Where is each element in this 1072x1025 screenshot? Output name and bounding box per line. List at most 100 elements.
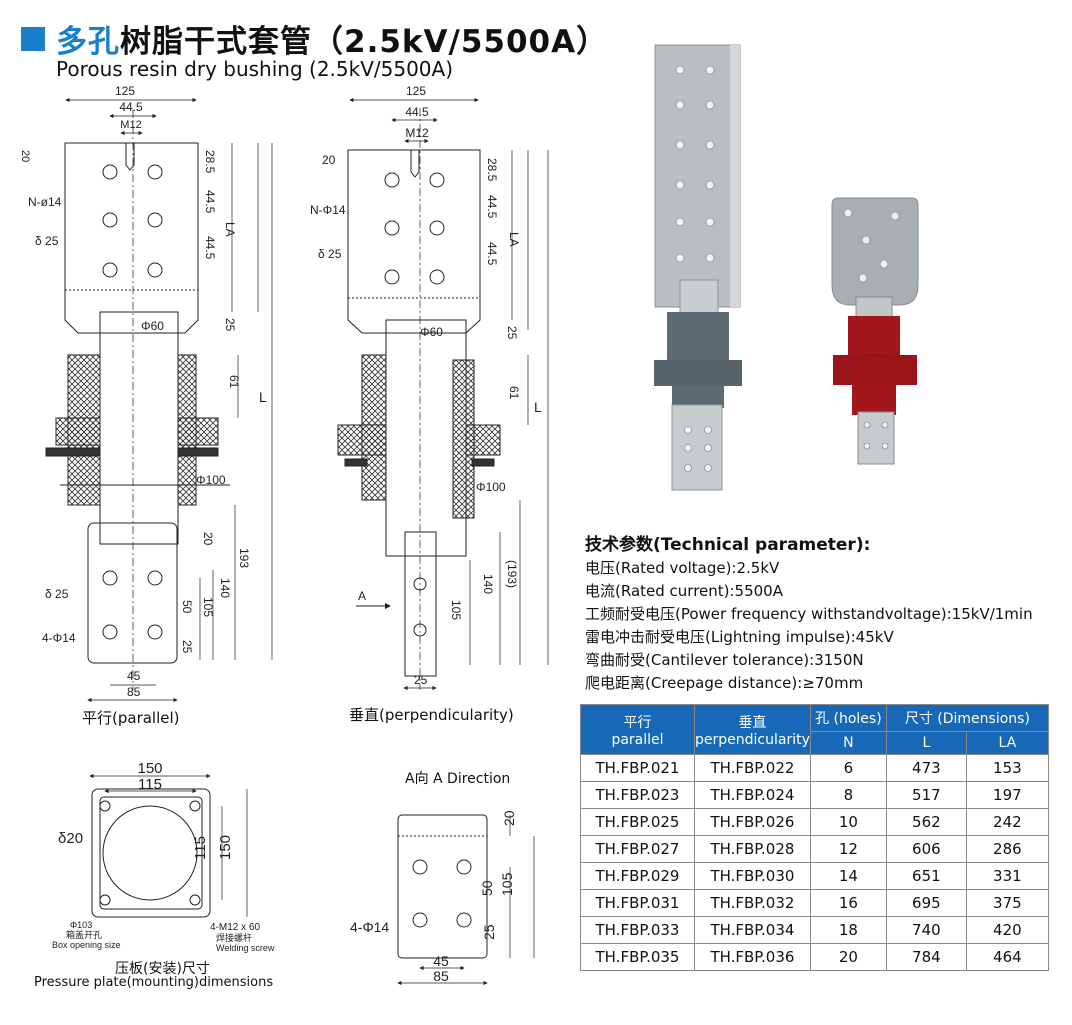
phi-100: Φ100 — [196, 473, 226, 487]
plate-labels: 150 115 δ20 115 150 Φ103 箱盖开孔 Box openin… — [52, 760, 275, 953]
dim-m12: M12 — [120, 119, 141, 131]
dim-44-5: 44.5 — [119, 100, 143, 114]
dim-85: 85 — [127, 685, 141, 699]
p-dim-140: 140 — [481, 574, 495, 594]
dim-L: L — [259, 389, 267, 405]
arrow-a-label: A — [358, 589, 366, 603]
p-dim-25-b: 25 — [414, 673, 428, 687]
caption-plate-cn: 压板(安装)尺寸 — [115, 961, 210, 977]
dim-45: 45 — [127, 669, 141, 683]
plate-screw-en: Welding screw — [216, 943, 275, 953]
product-photo-grey — [654, 44, 742, 491]
caption-perpendicular: 垂直(perpendicularity) — [349, 706, 514, 724]
plate-drawing — [89, 773, 248, 918]
caption-plate-en: Pressure plate(mounting)dimensions — [34, 975, 274, 990]
plate-delta-20: δ20 — [58, 830, 83, 847]
caption-a-direction: A向 A Direction — [405, 771, 511, 787]
dim-la: LA — [223, 222, 237, 237]
th-n: N — [809, 731, 887, 755]
plate-box-cn: 箱盖开孔 — [66, 929, 102, 940]
plate-v115: 115 — [192, 836, 209, 860]
param-current: 电流(Rated current):5500A — [585, 582, 783, 600]
tech-param-list: 电压(Rated voltage):2.5kV 电流(Rated current… — [585, 557, 1033, 695]
th-l: L — [885, 731, 967, 755]
p-dim-61: 61 — [507, 386, 521, 400]
title-rest: 树脂干式套管（2.5kV/5500A） — [120, 24, 609, 60]
dim-20: 20 — [19, 150, 31, 162]
p-holes-n14: N-Φ14 — [310, 203, 346, 217]
dim-25: 25 — [223, 318, 237, 332]
p-dim-25: 25 — [505, 326, 519, 340]
plate-dim-115: 115 — [138, 776, 162, 793]
param-lightning: 雷电冲击耐受电压(Lightning impulse):45kV — [585, 628, 894, 646]
a-dim-105: 105 — [499, 872, 515, 896]
plate-box-en: Box opening size — [52, 940, 121, 950]
a-dim-50: 50 — [479, 880, 495, 896]
p-dim-44-5: 44.5 — [405, 105, 429, 119]
title-marker — [21, 27, 45, 51]
th-la: LA — [965, 731, 1049, 755]
perpendicular-dim-labels: 125 44.5 M12 20 N-Φ14 28.5 44.5 44.5 LA … — [310, 84, 542, 687]
parallel-dim-labels: 125 44.5 M12 20 28.5 44.5 44.5 LA N-ø14 … — [19, 84, 267, 699]
p-delta-25: δ 25 — [318, 247, 342, 261]
phi-60: Φ60 — [141, 319, 164, 333]
p-dim-L: L — [534, 399, 542, 415]
page-subtitle: Porous resin dry bushing (2.5kV/5500A) — [56, 57, 454, 81]
p-dim-44-5-b: 44.5 — [485, 242, 499, 266]
dim-193: 193 — [237, 548, 251, 568]
p-dim-44-5-a: 44.5 — [485, 195, 499, 219]
a-holes: 4-Φ14 — [350, 919, 389, 935]
p-dim-105: 105 — [449, 600, 463, 620]
page-title: 多孔树脂干式套管（2.5kV/5500A） — [56, 16, 608, 61]
delta-25: δ 25 — [35, 234, 59, 248]
a-dim-85: 85 — [433, 968, 449, 984]
caption-parallel: 平行(parallel) — [82, 709, 180, 727]
p-phi-60: Φ60 — [420, 325, 443, 339]
dim-44-5-a: 44.5 — [203, 190, 217, 214]
p-dim-m12: M12 — [405, 126, 429, 140]
dim-140: 140 — [218, 578, 232, 598]
plate-screw: 4-M12 x 60 — [210, 922, 260, 933]
p-dim-20: 20 — [322, 153, 336, 167]
th-dimensions: 尺寸 (Dimensions) — [885, 704, 1049, 732]
dim-28-5: 28.5 — [203, 150, 217, 174]
tech-heading: 技术参数(Technical parameter): — [585, 535, 871, 555]
plate-screw-cn: 焊接螺杆 — [216, 932, 252, 943]
product-photo-red — [831, 197, 919, 465]
param-power-frequency: 工频耐受电压(Power frequency withstandvoltage)… — [585, 605, 1033, 623]
parallel-drawing — [45, 97, 273, 703]
param-cantilever: 弯曲耐受(Cantilever tolerance):3150N — [585, 651, 864, 669]
a-dim-25: 25 — [481, 924, 497, 940]
th-holes: 孔 (holes) — [809, 704, 887, 732]
p-dim-125: 125 — [406, 84, 426, 98]
dim-44-5-b: 44.5 — [203, 236, 217, 260]
dim-61: 61 — [227, 375, 241, 389]
a-direction-drawing — [397, 814, 535, 986]
param-creepage: 爬电距离(Creepage distance):≥70mm — [585, 674, 864, 692]
dim-20-b: 20 — [201, 532, 215, 546]
plate-dim-150: 150 — [137, 760, 162, 777]
dim-105: 105 — [201, 597, 215, 617]
p-dim-28-5: 28.5 — [485, 158, 499, 182]
p-dim-193: (193) — [505, 560, 519, 588]
title-highlight: 多孔 — [56, 24, 120, 60]
dim-25-b: 25 — [180, 640, 194, 654]
param-voltage: 电压(Rated voltage):2.5kV — [585, 559, 780, 577]
dim-50: 50 — [180, 600, 194, 614]
plate-v150: 150 — [217, 835, 234, 860]
p-dim-la: LA — [507, 232, 521, 247]
p-phi-100: Φ100 — [476, 480, 506, 494]
a-dim-20: 20 — [501, 810, 517, 826]
holes-4: 4-Φ14 — [42, 631, 76, 645]
